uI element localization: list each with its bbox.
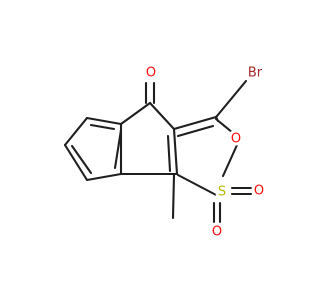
bond-c-c-double-lower <box>172 127 179 176</box>
bond-c-c-double-lower-inner <box>166 134 172 173</box>
sulfonyl-oxygen-right-label: O <box>254 184 264 199</box>
sulfonyl-oxygen-down-label: O <box>212 225 222 240</box>
bromine-label: Br <box>248 66 263 81</box>
bond-benzene-1 <box>85 116 123 126</box>
bond-carbonyl-right <box>148 101 176 131</box>
molecule-structure: Br O O S O O <box>63 63 267 243</box>
bond-ring-top <box>172 115 218 131</box>
bond-ring-top-double <box>176 124 215 138</box>
bond-s-c <box>176 173 220 198</box>
bond-ch2-br <box>215 79 248 118</box>
bond-benzene-2 <box>63 116 89 147</box>
bond-carbonyl-left <box>119 101 152 126</box>
bond-benzene-double-2 <box>70 144 93 175</box>
molecule-diagram: Br O O S O O <box>63 63 267 243</box>
carbonyl-oxygen-label: O <box>146 66 156 81</box>
bond-benzene-double-1 <box>89 123 116 131</box>
bond-benzene-double-3 <box>113 128 123 170</box>
bond-c-o <box>214 117 235 135</box>
sulfur-label: S <box>218 185 226 200</box>
atom-label-layer: Br O O S O O <box>143 63 267 243</box>
bond-o-s <box>221 143 239 178</box>
bond-benzene-3 <box>63 143 89 182</box>
ring-oxygen-label: O <box>231 132 241 147</box>
bond-layer <box>63 79 253 224</box>
bond-methyl <box>171 173 176 220</box>
bond-benzene-4 <box>85 172 123 182</box>
